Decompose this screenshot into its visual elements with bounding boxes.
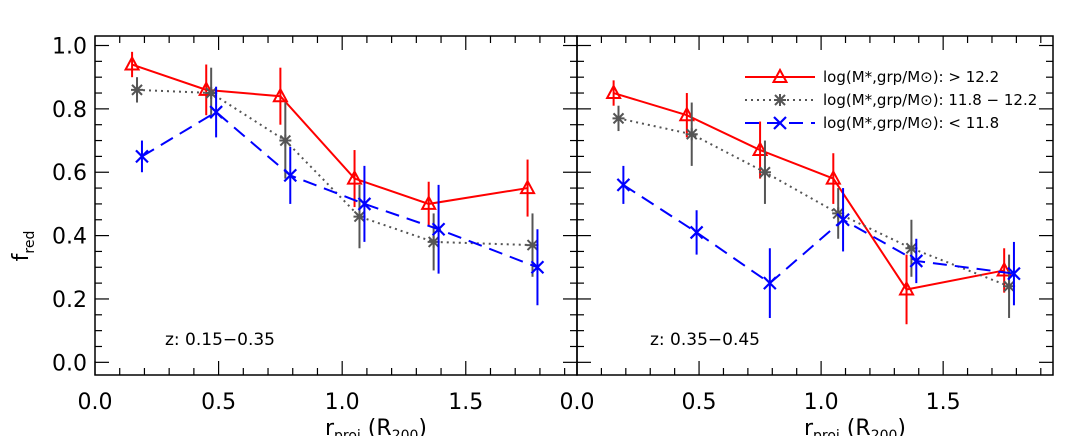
right-series-0-point xyxy=(825,169,842,185)
y-axis-label-main: fred xyxy=(9,231,38,262)
right-series-0-point xyxy=(678,106,696,122)
legend-label-1: log(M*,grp/M⊙): 11.8 − 12.2 xyxy=(823,91,1037,109)
left-series-0-point xyxy=(272,87,289,103)
left-y-tick-label: 1.0 xyxy=(52,35,87,60)
left-series-1-point xyxy=(279,134,292,147)
left-series-2-point xyxy=(530,260,545,275)
right-series-2-point xyxy=(689,225,704,240)
left-series-1-point xyxy=(427,235,440,248)
right-panel: 0.0 0.5 1.0 1.5 rproj (R200) z: 0.35−0.45 log(… xyxy=(560,35,1054,436)
left-series-2-point xyxy=(209,105,223,119)
right-x-tick-label: 1.0 xyxy=(804,390,839,415)
left-series-0-point xyxy=(346,169,363,185)
right-series-2-point xyxy=(836,212,850,227)
left-series-1-point xyxy=(526,239,539,252)
right-series-2-point xyxy=(616,178,631,192)
left-series-1-point xyxy=(131,83,144,96)
right-plot-frame xyxy=(576,35,1054,376)
right-series-0-point xyxy=(751,140,769,157)
right-x-tick-label: 0.0 xyxy=(560,390,595,415)
legend-label-2: log(M*,grp/M⊙): < 11.8 xyxy=(823,114,999,132)
left-series-1-point xyxy=(353,210,366,223)
right-series-0-line xyxy=(613,92,1005,291)
left-x-axis-label: rproj (R200) xyxy=(325,416,427,436)
right-series-1-point xyxy=(612,112,625,125)
right-series-2-point xyxy=(1007,266,1021,281)
left-series-0-point xyxy=(420,194,437,210)
left-x-tick-label: 0.5 xyxy=(201,390,236,415)
right-series-0-point xyxy=(898,280,915,296)
right-series-2-point xyxy=(763,276,777,290)
legend-marker-0 xyxy=(771,67,789,83)
left-series-2-point xyxy=(431,222,446,237)
right-series-1-point xyxy=(905,242,918,255)
left-series-0-point xyxy=(519,178,536,195)
y-axis-label: fred xyxy=(9,231,38,262)
right-series-1-point xyxy=(758,166,771,179)
left-y-tick-label: 0.2 xyxy=(52,288,87,313)
right-x-tick-label: 1.5 xyxy=(926,390,961,415)
right-series-1-point xyxy=(1003,280,1016,293)
right-series-2-line xyxy=(622,184,1015,285)
left-y-tick-label: 0.6 xyxy=(52,161,87,186)
right-series-0-point xyxy=(605,83,622,100)
legend-marker-1 xyxy=(774,94,786,106)
left-x-tick-label: 1.5 xyxy=(448,390,483,415)
right-series-1-line xyxy=(618,117,1010,288)
right-series-1-point xyxy=(685,128,698,141)
left-series-1-line xyxy=(136,88,533,247)
right-x-tick-label: 0.5 xyxy=(682,390,717,415)
right-series-2-point xyxy=(909,254,924,268)
legend-label-0: log(M*,grp/M⊙): > 12.2 xyxy=(823,68,999,86)
left-series-0-line xyxy=(131,63,528,205)
left-x-tick-label: 1.0 xyxy=(325,390,360,415)
left-series-2-line xyxy=(141,110,538,269)
right-redshift-annotation: z: 0.35−0.45 xyxy=(650,330,760,350)
left-x-tick-label: 0.0 xyxy=(78,390,113,415)
right-x-axis-label: rproj (R200) xyxy=(804,416,906,436)
right-series-0-point xyxy=(996,261,1013,277)
left-series-2-point xyxy=(357,197,372,211)
left-series-0-point xyxy=(198,80,215,96)
left-y-tick-label: 0.0 xyxy=(52,351,87,376)
left-series-2-point xyxy=(135,149,149,164)
left-series-0-point xyxy=(123,55,141,71)
left-series-1-point xyxy=(205,87,218,100)
left-series-2-point xyxy=(283,168,298,183)
left-plot-frame xyxy=(94,35,578,376)
legend-marker-2 xyxy=(773,116,787,130)
left-y-tick-label: 0.4 xyxy=(52,225,87,250)
left-redshift-annotation: z: 0.15−0.35 xyxy=(165,330,275,350)
left-y-tick-label: 0.8 xyxy=(52,98,87,123)
